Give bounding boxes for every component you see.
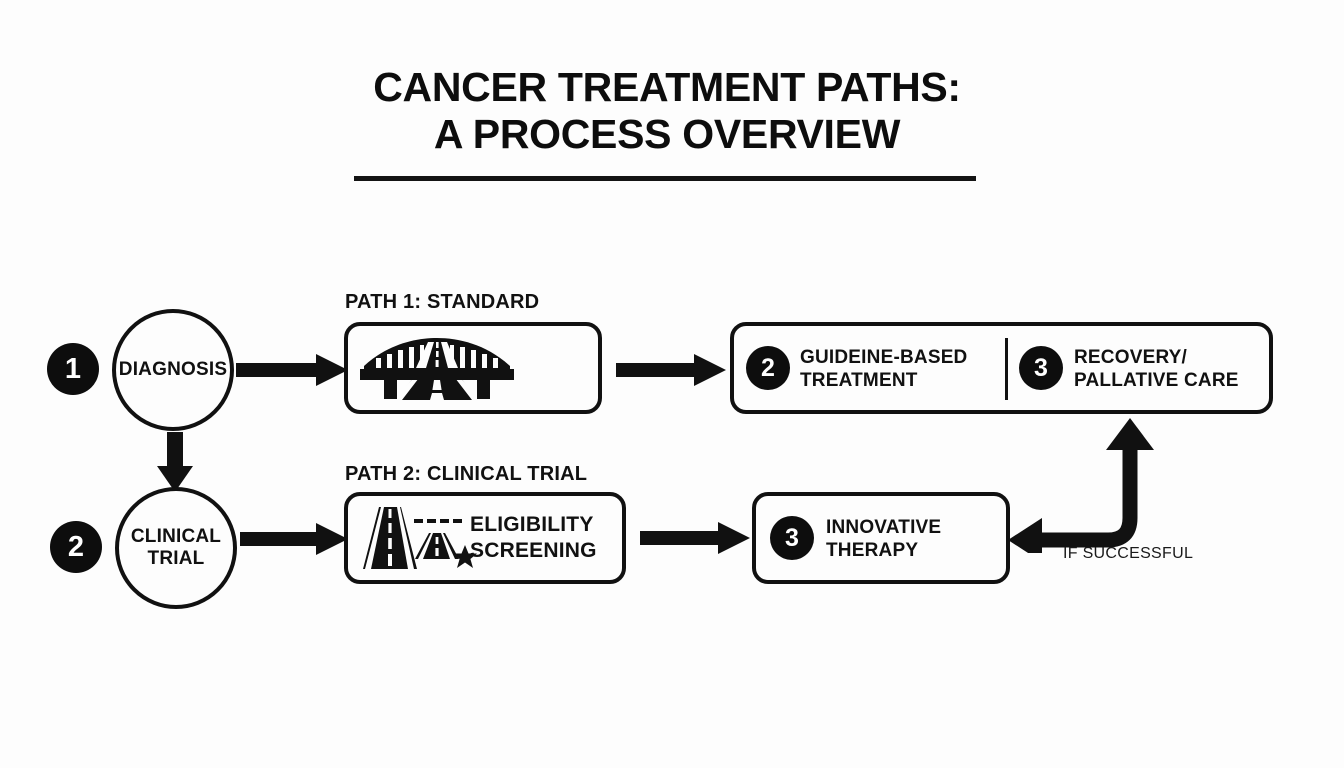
badge-step-2-clinical-trial: 2 [50, 521, 102, 573]
path-2-caption: PATH 2: CLINICAL TRIAL [345, 463, 588, 485]
title-underline-rule [354, 176, 976, 181]
arrow-diagnosis-to-clinical-trial [157, 432, 193, 492]
badge-innovative-therapy: 3 [770, 516, 814, 560]
arrow-clinical-trial-to-path2 [240, 523, 348, 555]
label-if-successful: IF SUCCESSFUL [1063, 545, 1194, 562]
standard-outcome-box[interactable] [730, 322, 1273, 414]
page-title: CANCER TREATMENT PATHS: A PROCESS OVERVI… [352, 64, 982, 158]
badge-step-1-diagnosis: 1 [47, 343, 99, 395]
outcome-box-divider [1005, 338, 1008, 400]
label-guideline-based-treatment: GUIDEINE-BASED TREATMENT [800, 347, 968, 391]
title-line-2: A PROCESS OVERVIEW [433, 111, 901, 157]
label-recovery-palliative-care: RECOVERY/ PALLATIVE CARE [1074, 347, 1239, 391]
node-diagnosis[interactable]: DIAGNOSIS [112, 309, 234, 431]
title-line-1: CANCER TREATMENT PATHS: [373, 64, 961, 110]
bridge-road-icon [360, 338, 514, 400]
arrow-path1-to-standard-outcome [616, 354, 726, 386]
arrow-diagnosis-to-path1 [236, 354, 348, 386]
arrow-if-successful-feedback [1008, 418, 1154, 553]
label-innovative-therapy: INNOVATIVE THERAPY [826, 517, 942, 561]
node-clinical-trial[interactable]: CLINICAL TRIAL [115, 487, 237, 609]
label-eligibility-screening: ELIGIBILITY SCREENING [470, 513, 597, 562]
node-clinical-trial-label: CLINICAL TRIAL [130, 526, 222, 569]
badge-guideline-based-treatment: 2 [746, 346, 790, 390]
arrow-path2-to-trial-outcome [640, 522, 750, 554]
node-diagnosis-label: DIAGNOSIS [118, 359, 228, 380]
road-screening-icon [363, 507, 477, 569]
badge-recovery-palliative-care: 3 [1019, 346, 1063, 390]
path-1-caption: PATH 1: STANDARD [345, 291, 540, 313]
